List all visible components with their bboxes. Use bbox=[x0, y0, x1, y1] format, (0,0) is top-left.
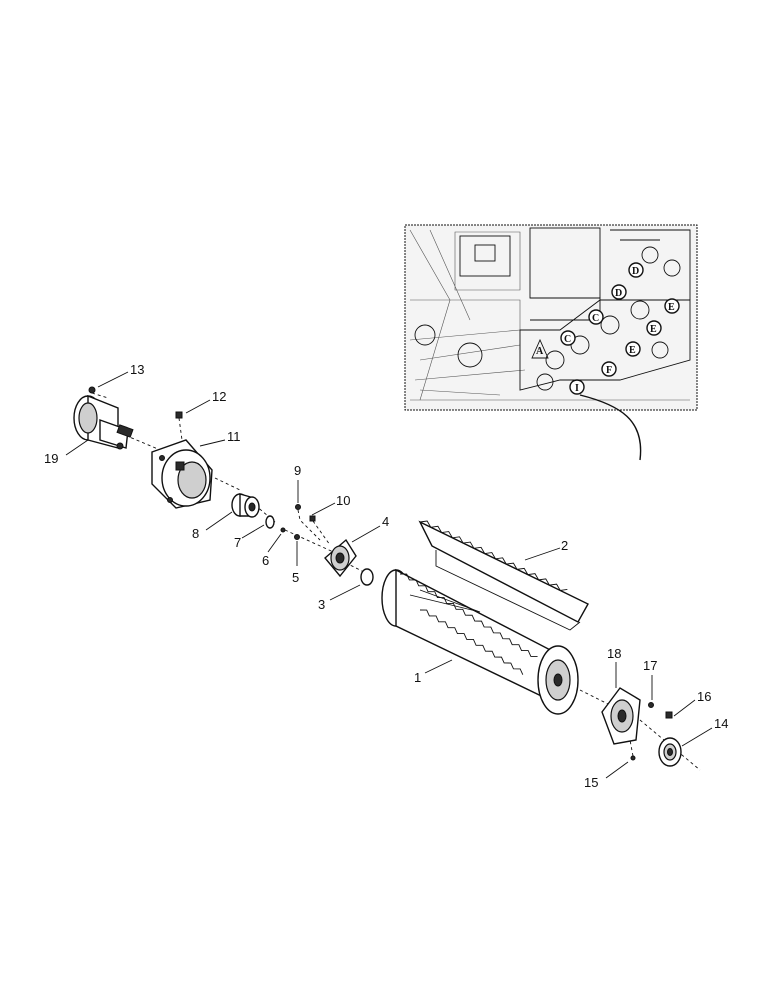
callout-labels: 1 2 3 4 5 6 7 8 9 10 11 12 13 14 15 16 1… bbox=[44, 362, 728, 790]
part-18-bearing-housing bbox=[601, 687, 641, 745]
callout-5: 5 bbox=[292, 570, 299, 585]
part-6-ring bbox=[280, 527, 286, 533]
inset-label-d2: D bbox=[611, 284, 627, 300]
callout-17: 17 bbox=[643, 658, 657, 673]
inset-label-a: A bbox=[531, 338, 549, 359]
svg-text:E: E bbox=[668, 302, 675, 313]
svg-text:I: I bbox=[575, 383, 579, 394]
inset-label-i: I bbox=[569, 379, 585, 395]
inset-label-f: F bbox=[601, 361, 617, 377]
callout-19: 19 bbox=[44, 451, 58, 466]
part-13-bolt bbox=[88, 386, 109, 399]
svg-text:E: E bbox=[650, 324, 657, 335]
part-4-bearing-flange bbox=[324, 538, 357, 578]
part-3-snap-ring bbox=[360, 568, 374, 586]
inset-label-e1: E bbox=[664, 298, 680, 314]
inset-label-c1: C bbox=[560, 330, 576, 346]
inset-label-e3: E bbox=[625, 341, 641, 357]
callout-13: 13 bbox=[130, 362, 144, 377]
callout-18: 18 bbox=[607, 646, 621, 661]
callout-2: 2 bbox=[561, 538, 568, 553]
callout-1: 1 bbox=[414, 670, 421, 685]
callout-11: 11 bbox=[227, 429, 241, 444]
svg-text:F: F bbox=[606, 365, 612, 376]
part-15-bolt bbox=[629, 739, 636, 761]
callout-16: 16 bbox=[697, 689, 711, 704]
svg-text:D: D bbox=[632, 266, 639, 277]
part-9-bolt bbox=[295, 504, 321, 541]
svg-text:C: C bbox=[592, 313, 599, 324]
svg-text:A: A bbox=[536, 346, 544, 357]
leader-lines bbox=[65, 371, 713, 779]
inset-label-c2: C bbox=[588, 309, 604, 325]
callout-15: 15 bbox=[584, 775, 598, 790]
part-19-motor bbox=[73, 394, 134, 450]
svg-text:E: E bbox=[629, 345, 636, 356]
inset-label-e2: E bbox=[646, 320, 662, 336]
part-7-washer bbox=[265, 515, 275, 529]
callout-12: 12 bbox=[212, 389, 226, 404]
part-16-nut bbox=[665, 711, 673, 719]
svg-text:C: C bbox=[564, 334, 571, 345]
svg-text:D: D bbox=[615, 288, 622, 299]
callout-9: 9 bbox=[294, 463, 301, 478]
part-10-nut bbox=[309, 515, 331, 546]
part-2-bat-strip bbox=[418, 520, 589, 631]
part-17-bolt bbox=[648, 702, 654, 708]
assembly-axis-line bbox=[119, 432, 701, 771]
callout-10: 10 bbox=[336, 493, 350, 508]
part-5-bolt bbox=[294, 534, 300, 540]
callout-6: 6 bbox=[262, 553, 269, 568]
part-11-motor-mount bbox=[151, 439, 213, 509]
callout-4: 4 bbox=[382, 514, 389, 529]
callout-8: 8 bbox=[192, 526, 199, 541]
part-8-coupler bbox=[231, 493, 260, 518]
part-14-bearing bbox=[658, 737, 682, 767]
callout-7: 7 bbox=[234, 535, 241, 550]
inset-label-d1: D bbox=[628, 262, 644, 278]
inset-locator-view: A C C D D E E E bbox=[404, 224, 698, 461]
callout-14: 14 bbox=[714, 716, 728, 731]
part-12-bolt bbox=[175, 411, 183, 441]
part-1-beater-drum bbox=[381, 568, 579, 715]
callout-3: 3 bbox=[318, 597, 325, 612]
